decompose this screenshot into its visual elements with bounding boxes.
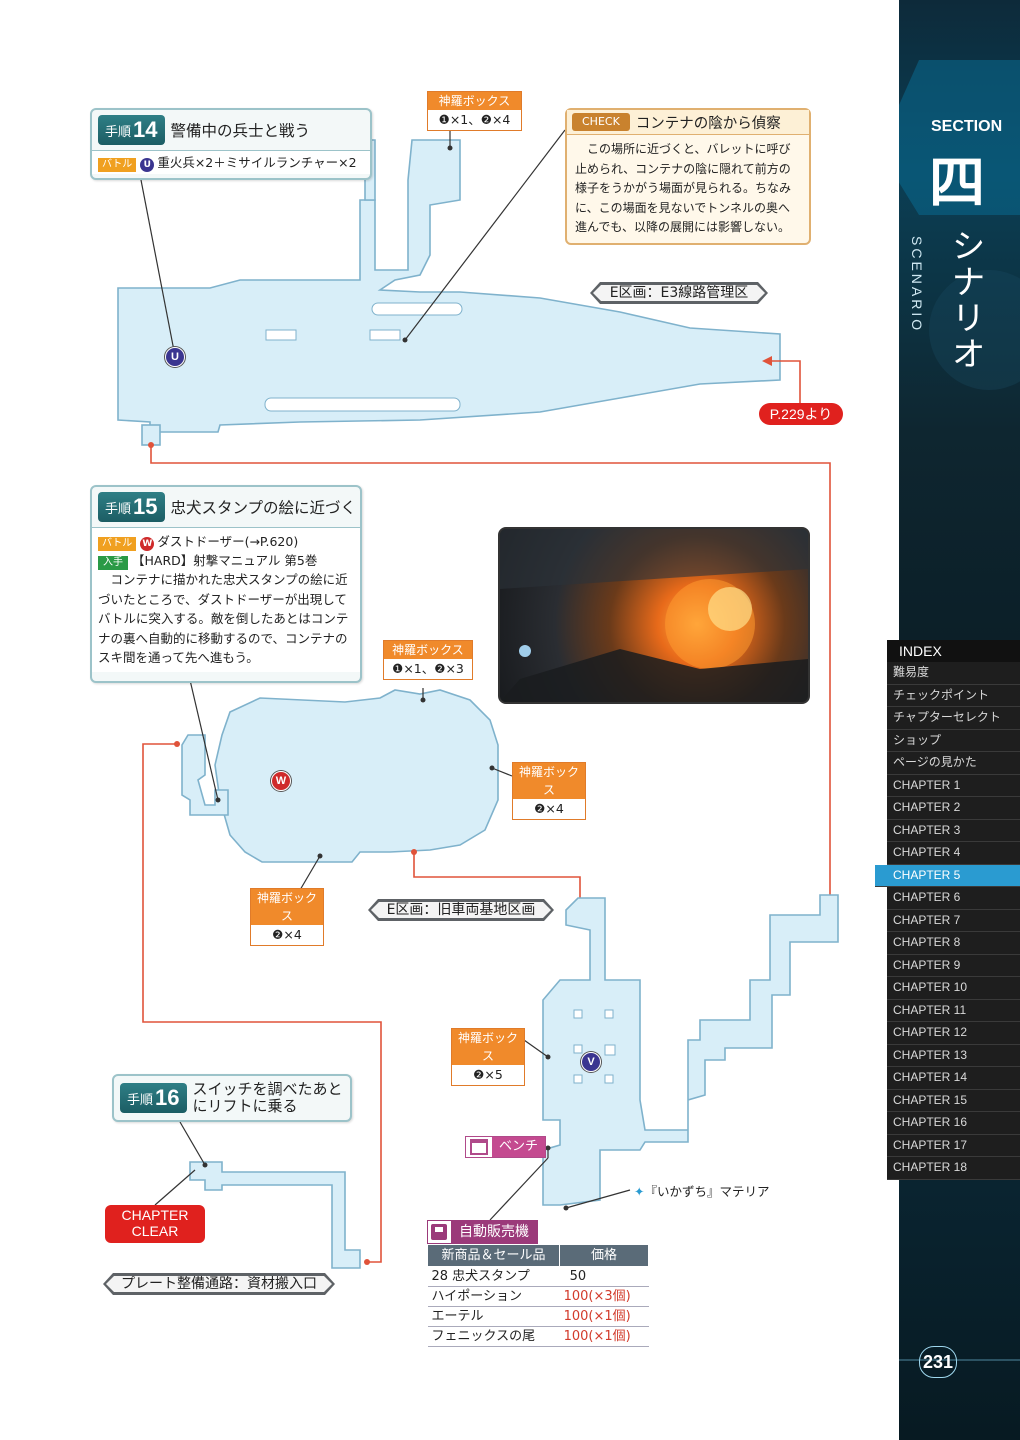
- index-item[interactable]: CHAPTER 9: [887, 954, 1020, 977]
- enemy-marker-w: W: [271, 771, 291, 791]
- battle-tag: バトル: [98, 158, 137, 172]
- index-item[interactable]: CHAPTER 15: [887, 1089, 1020, 1112]
- index-item[interactable]: チェックポイント: [887, 684, 1020, 707]
- index-item[interactable]: 難易度: [887, 662, 1020, 685]
- shinra-box-label: 神羅ボックス ❶×1、❷×3: [383, 640, 473, 680]
- index-item[interactable]: CHAPTER 6: [887, 887, 1020, 910]
- check-title: コンテナの陰から偵察: [635, 115, 781, 132]
- chapter-clear-badge: CHAPTER CLEAR: [105, 1205, 205, 1243]
- area-label-plate-passage: プレート整備通路：資材搬入口: [103, 1273, 335, 1295]
- shinra-box-label: 神羅ボックス ❷×5: [451, 1028, 525, 1086]
- index-item[interactable]: CHAPTER 17: [887, 1134, 1020, 1157]
- page-number: 231: [919, 1346, 957, 1378]
- index-item[interactable]: CHAPTER 7: [887, 909, 1020, 932]
- bench-label: ベンチ: [465, 1136, 547, 1158]
- index-item[interactable]: CHAPTER 10: [887, 977, 1020, 1000]
- step-15-title: 忠犬スタンプの絵に近づく: [170, 499, 357, 517]
- bench-icon: [470, 1139, 488, 1155]
- check-tag: CHECK: [572, 113, 630, 131]
- section-title-ja: シナリオ: [945, 228, 985, 372]
- screenshot-image: [498, 527, 810, 704]
- index-item[interactable]: CHAPTER 1: [887, 774, 1020, 797]
- check-text: この場所に近づくと、バレットに呼び止められ、コンテナの陰に隠れて前方の様子をうか…: [575, 142, 792, 234]
- materia-icon: ✦: [634, 1184, 645, 1199]
- index-item[interactable]: CHAPTER 13: [887, 1044, 1020, 1067]
- get-text: 【HARD】射撃マニュアル 第5巻: [132, 553, 318, 568]
- index-item[interactable]: チャプターセレクト: [887, 707, 1020, 730]
- battle-tag: バトル: [98, 537, 137, 551]
- index-item[interactable]: CHAPTER 14: [887, 1067, 1020, 1090]
- from-page-link[interactable]: P.229より: [759, 403, 843, 425]
- index-item[interactable]: CHAPTER 2: [887, 797, 1020, 820]
- step-14-title: 警備中の兵士と戦う: [170, 122, 311, 140]
- battle-text: ダストドーザー(→P.620): [157, 534, 299, 549]
- col-header-price: 価格: [559, 1244, 649, 1267]
- step-15-desc: コンテナに描かれた忠犬スタンプの絵に近づいたところで、ダストドーザーが出現してバ…: [98, 572, 349, 665]
- shinra-box-label: 神羅ボックス ❶×1、❷×4: [427, 91, 522, 131]
- step-16-title: スイッチを調べたあと にリフトに乗る: [192, 1080, 343, 1115]
- shinra-box-label: 神羅ボックス ❷×4: [250, 888, 324, 946]
- index-item[interactable]: CHAPTER 12: [887, 1022, 1020, 1045]
- enemy-marker-w: W: [140, 537, 155, 551]
- section-title-en: SCENARIO: [909, 236, 925, 334]
- check-box: CHECK コンテナの陰から偵察 この場所に近づくと、バレットに呼び止められ、コ…: [565, 108, 811, 245]
- col-header-item: 新商品＆セール品: [426, 1244, 561, 1267]
- index-item[interactable]: ページの見かた: [887, 752, 1020, 775]
- enemy-marker-v: V: [581, 1052, 601, 1072]
- section-kanji: 四: [929, 150, 985, 216]
- battle-text: 重火兵×2＋ミサイルランチャー×2: [157, 155, 357, 170]
- materia-label: ✦『いかずち』マテリア: [634, 1184, 770, 1199]
- vending-icon: [431, 1224, 447, 1240]
- index-item[interactable]: CHAPTER 11: [887, 999, 1020, 1022]
- index-item[interactable]: CHAPTER 5: [875, 864, 1020, 887]
- index-item[interactable]: CHAPTER 4: [887, 842, 1020, 865]
- section-label: SECTION: [931, 118, 1003, 135]
- index-item[interactable]: CHAPTER 8: [887, 932, 1020, 955]
- index-item[interactable]: ショップ: [887, 729, 1020, 752]
- vending-title: 自動販売機: [451, 1221, 537, 1243]
- index-item[interactable]: CHAPTER 18: [887, 1157, 1020, 1180]
- enemy-marker-u: U: [165, 347, 185, 367]
- index-item[interactable]: CHAPTER 3: [887, 819, 1020, 842]
- index-item[interactable]: CHAPTER 16: [887, 1112, 1020, 1135]
- area-label-e3: E区画：E3線路管理区: [590, 282, 768, 304]
- enemy-marker-u: U: [140, 158, 155, 172]
- get-tag: 入手: [98, 556, 128, 570]
- index-title: INDEX: [887, 640, 1020, 662]
- area-label-old-depot: E区画：旧車両基地区画: [368, 899, 554, 921]
- shinra-box-label: 神羅ボックス ❷×4: [512, 762, 586, 820]
